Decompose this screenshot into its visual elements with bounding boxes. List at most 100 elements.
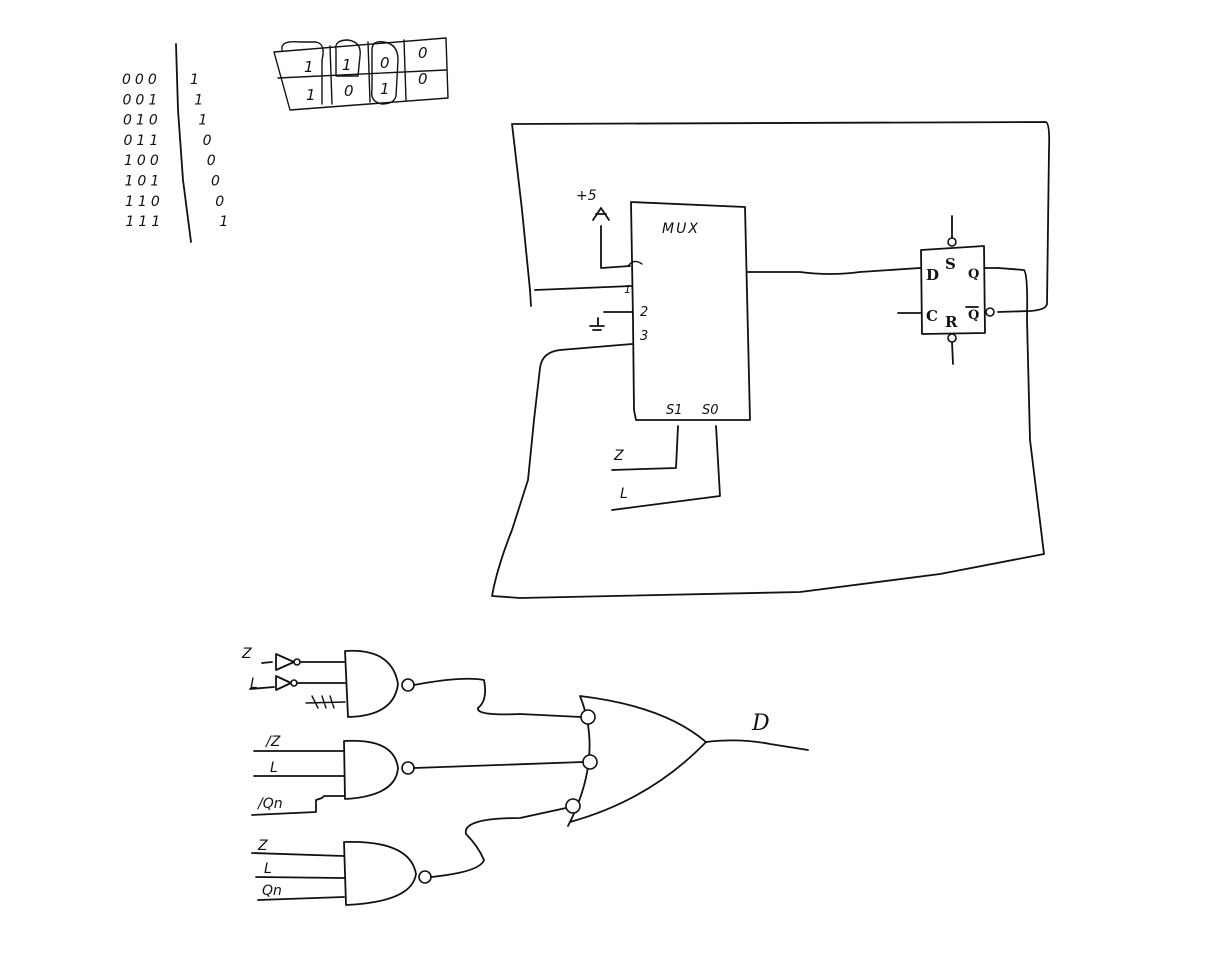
d-flipflop: D S C R Q Q	[897, 215, 999, 365]
nand-gate-1-bubble	[401, 678, 415, 692]
truth-table-output: 1	[194, 92, 203, 108]
flipflop-q-label: Q	[968, 267, 979, 282]
gate2-input-2: L	[270, 760, 278, 776]
gate2-input-3-wire	[251, 795, 345, 816]
gate3-input-3-wire	[257, 896, 345, 901]
truth-table-input: 011	[124, 133, 163, 149]
kmap-r2c2: 0	[344, 82, 354, 100]
gate3-input-3: Qn	[262, 883, 282, 899]
gate-logic: Z L /Z L /Qn Z L Qn D	[241, 646, 809, 906]
kmap-grouping-loop-1	[281, 40, 324, 105]
kmap-r2c1: 1	[306, 86, 316, 104]
nand-gate-3	[343, 841, 417, 906]
or-gate-bubble-1	[580, 709, 596, 725]
flipflop-body	[920, 245, 986, 335]
inverter-l-icon	[275, 675, 292, 691]
mux-pin3-label: 3	[640, 329, 648, 344]
kmap-r2c4: 0	[418, 70, 428, 88]
truth-table-output: 0	[215, 194, 224, 210]
gate3-input-2: L	[264, 861, 272, 877]
gate1-crossed-input	[305, 695, 346, 709]
flipflop-r-label: R	[945, 313, 958, 331]
mux-input-z: Z	[613, 448, 624, 464]
truth-table-input: 001	[123, 92, 162, 108]
gate1-to-or-wire	[413, 677, 582, 718]
gate2-input-3: /Qn	[256, 796, 283, 812]
flipflop-c-label: C	[926, 307, 938, 325]
truth-table-output: 0	[207, 153, 216, 169]
ground-icon	[589, 317, 605, 331]
truth-table-input: 110	[125, 194, 164, 210]
truth-table-output: 0	[203, 133, 212, 149]
gate3-input-1: Z	[257, 838, 268, 854]
gate1-z-lead	[261, 661, 273, 664]
truth-table-input: 000	[122, 72, 161, 88]
kmap-grouping-loop-2	[335, 39, 361, 77]
truth-table-divider	[175, 43, 192, 243]
gate1-input-z: Z	[241, 646, 252, 662]
supply-arrow-icon	[592, 207, 610, 221]
mux-title: MUX	[662, 221, 700, 237]
flipflop-s-label: S	[945, 255, 956, 273]
mux-block: MUX +5 1 2 3 S1 S0 Z L	[576, 188, 921, 511]
gate3-to-or-wire	[430, 807, 567, 878]
gate3-input-1-wire	[251, 852, 345, 857]
kmap-grid-vline-3	[403, 39, 407, 101]
gate-output-d: D	[751, 711, 770, 736]
mux-output-wire	[747, 267, 921, 275]
gate2-to-or-wire	[413, 761, 584, 769]
or-gate-bubble-3	[565, 798, 581, 814]
truth-table-input: 101	[125, 174, 164, 190]
flipflop-reset-bubble	[947, 333, 957, 343]
truth-table-input: 010	[123, 113, 162, 129]
truth-table-output: 1	[219, 214, 228, 230]
kmap-r1c1: 1	[304, 58, 314, 76]
gate1-input-l: L	[250, 676, 258, 692]
inverter-z-bubble	[293, 658, 301, 666]
kmap-r1c2: 1	[342, 56, 352, 74]
flipflop-set-bubble	[947, 237, 957, 247]
mux-body	[630, 201, 751, 421]
mux-sel0-label: S0	[702, 403, 719, 418]
gate2-input-1: /Z	[264, 734, 281, 750]
kmap-grid-vline-2	[367, 41, 371, 103]
or-gate-bubble-2	[582, 754, 598, 770]
kmap-r1c4: 0	[418, 44, 428, 62]
truth-table-output: 0	[211, 174, 220, 190]
truth-table-input: 100	[124, 153, 163, 169]
supply-wire	[600, 225, 631, 269]
nand-gate-2-bubble	[401, 761, 415, 775]
mux-pin1-wire	[534, 285, 633, 291]
mux-pin2-label: 2	[640, 305, 648, 320]
kmap-r1c3: 0	[380, 54, 390, 72]
feedback-wires	[491, 121, 1051, 599]
kmap-grid-vline-1	[329, 45, 333, 105]
or-output-wire	[705, 739, 809, 751]
flipflop-qbar-bubble	[985, 307, 995, 317]
inverter-z-icon	[275, 653, 295, 671]
flipflop-d-label: D	[926, 266, 939, 284]
flipflop-reset-wire	[951, 341, 954, 365]
gate3-input-2-wire	[255, 876, 345, 879]
nand-gate-1	[344, 649, 399, 718]
feedback-wire-q	[491, 267, 1045, 599]
feedback-wire-qbar	[511, 121, 1051, 313]
mux-input-l: L	[620, 486, 628, 502]
select-wire-z	[611, 425, 679, 471]
truth-table-output: 1	[190, 72, 199, 88]
pin0-invert-bubble	[627, 260, 643, 267]
kmap-grouping-loop-3	[371, 40, 399, 105]
select-wire-l	[611, 425, 721, 511]
mux-sel1-label: S1	[666, 403, 683, 418]
gate1-l-lead	[249, 686, 275, 690]
supply-label: +5	[576, 188, 597, 204]
nand-gate-2	[343, 739, 399, 800]
truth-table-input: 111	[126, 214, 165, 230]
kmap-grid-hline	[277, 69, 447, 79]
flipflop-qbar-label: Q	[968, 308, 979, 323]
nand-gate-3-bubble	[418, 870, 432, 884]
